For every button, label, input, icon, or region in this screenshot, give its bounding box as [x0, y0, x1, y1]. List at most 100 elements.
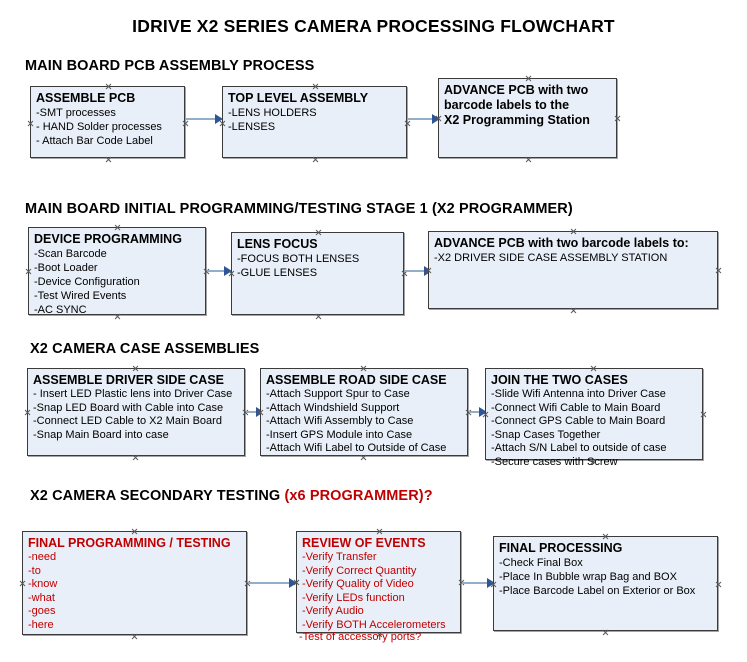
- box-title: ASSEMBLE PCB: [36, 91, 136, 105]
- box-line: -Verify Quality of Video: [302, 578, 414, 590]
- connector-handle: [376, 528, 383, 535]
- connector-handle: [105, 83, 112, 90]
- section-heading-1: MAIN BOARD PCB ASSEMBLY PROCESS: [25, 58, 315, 74]
- box-title: REVIEW OF EVENTS: [302, 536, 426, 550]
- box-device-programming[interactable]: DEVICE PROGRAMMING -Scan Barcode -Boot L…: [25, 224, 206, 316]
- section-heading-4-red: (x6 PROGRAMMER)?: [284, 488, 433, 504]
- connector-handle: [715, 267, 722, 274]
- connector-line: [469, 411, 487, 413]
- box-assemble-road-side-case[interactable]: ASSEMBLE ROAD SIDE CASE -Attach Support …: [260, 368, 468, 456]
- box-title: LENS FOCUS: [237, 237, 318, 251]
- connector-handle: [590, 365, 597, 372]
- box-title: FINAL PROGRAMMING / TESTING: [28, 536, 231, 550]
- box-line: -Scan Barcode: [34, 248, 107, 260]
- connector-handle: [360, 365, 367, 372]
- connector-arrow-icon: [487, 578, 495, 588]
- box-assemble-driver-side-case[interactable]: ASSEMBLE DRIVER SIDE CASE - Insert LED P…: [27, 368, 245, 456]
- connector-arrow-icon: [224, 266, 232, 276]
- box-line: X2 Programming Station: [444, 113, 590, 127]
- connector-line: [186, 118, 218, 120]
- connector-arrow-icon: [432, 114, 440, 124]
- connector-handle: [525, 156, 532, 163]
- box-line: -goes: [28, 605, 56, 617]
- section-heading-3: X2 CAMERA CASE ASSEMBLIES: [30, 341, 260, 357]
- box-line: -LENSES: [228, 121, 276, 133]
- box-title: TOP LEVEL ASSEMBLY: [228, 91, 369, 105]
- box-line: -Attach S/N Label to outside of case: [491, 442, 667, 454]
- box-line: barcode labels to the: [444, 98, 570, 112]
- connector-handle: [131, 633, 138, 640]
- box-line: -Snap Main Board into case: [33, 428, 169, 441]
- box-line: -Place Barcode Label on Exterior or Box: [499, 585, 696, 597]
- box-line: -Test Wired Events: [34, 290, 127, 302]
- box-advance-pcb-driver-side-station[interactable]: ADVANCE PCB with two barcode labels to: …: [428, 231, 718, 309]
- box-line: -SMT processes: [36, 107, 116, 119]
- connector-handle: [570, 228, 577, 235]
- section-heading-4: X2 CAMERA SECONDARY TESTING (x6 PROGRAMM…: [30, 488, 433, 504]
- page-title: IDRIVE X2 SERIES CAMERA PROCESSING FLOWC…: [132, 16, 615, 36]
- connector-handle: [27, 120, 34, 127]
- connector-handle: [25, 268, 32, 275]
- box-line: -Verify LEDs function: [302, 591, 405, 604]
- box-line: -X2 DRIVER SIDE CASE ASSEMBLY STATION: [434, 252, 668, 264]
- box-line: -Attach Wifi Label to Outside of Case: [266, 442, 447, 454]
- connector-line: [408, 118, 435, 120]
- box-line: - HAND Solder processes: [36, 121, 162, 133]
- connector-handle: [602, 533, 609, 540]
- connector-handle: [312, 156, 319, 163]
- box-line: -know: [28, 578, 58, 590]
- box-assemble-pcb[interactable]: ASSEMBLE PCB -SMT processes - HAND Solde…: [30, 86, 185, 158]
- box-title: FINAL PROCESSING: [499, 541, 623, 555]
- box-line: -FOCUS BOTH LENSES: [237, 253, 360, 265]
- box-title: DEVICE PROGRAMMING: [34, 232, 182, 246]
- box-line: -Snap LED Board with Cable into Case: [33, 401, 224, 414]
- box-lens-focus[interactable]: LENS FOCUS -FOCUS BOTH LENSES -GLUE LENS…: [231, 232, 404, 315]
- connector-line: [246, 411, 264, 413]
- box-line: -here: [28, 618, 54, 631]
- box-top-level-assembly[interactable]: TOP LEVEL ASSEMBLY -LENS HOLDERS -LENSES: [222, 86, 407, 158]
- box-line: -Attach Windshield Support: [266, 401, 400, 414]
- box-line: -Slide Wifi Antenna into Driver Case: [491, 388, 666, 400]
- connector-line: [248, 582, 296, 584]
- box-line: -Verify Transfer: [302, 551, 377, 563]
- connector-line: [462, 582, 492, 584]
- section-heading-2: MAIN BOARD INITIAL PROGRAMMING/TESTING S…: [25, 201, 573, 217]
- section-heading-4-black: X2 CAMERA SECONDARY TESTING: [30, 488, 285, 504]
- connector-arrow-icon: [215, 114, 223, 124]
- connector-handle: [131, 528, 138, 535]
- box-line: -need: [28, 551, 57, 563]
- box-review-of-events[interactable]: REVIEW OF EVENTS -Verify Transfer -Verif…: [296, 531, 461, 633]
- box-line: -Attach Wifi Assembly to Case: [266, 415, 414, 427]
- box-title: ADVANCE PCB with two: [444, 83, 589, 97]
- box-advance-pcb-programming-station[interactable]: ADVANCE PCB with two barcode labels to t…: [438, 78, 617, 158]
- box-line: -Connect GPS Cable to Main Board: [491, 415, 666, 427]
- box-final-processing[interactable]: FINAL PROCESSING -Check Final Box -Place…: [493, 536, 718, 631]
- connector-line: [405, 270, 427, 272]
- box-title: ASSEMBLE ROAD SIDE CASE: [266, 373, 447, 387]
- box-title: ADVANCE PCB with two barcode labels to:: [434, 236, 689, 250]
- box-line: -Boot Loader: [34, 262, 98, 274]
- box-line: - Insert LED Plastic lens into Driver Ca…: [33, 388, 233, 400]
- box-line: -Snap Cases Together: [491, 428, 601, 441]
- connector-handle: [132, 454, 139, 461]
- box-final-programming-testing[interactable]: FINAL PROGRAMMING / TESTING -need -to -k…: [22, 531, 247, 635]
- box-line: - Attach Bar Code Label: [36, 135, 153, 147]
- connector-handle: [114, 224, 121, 231]
- box-title: ASSEMBLE DRIVER SIDE CASE: [33, 373, 225, 387]
- box-line: -Connect LED Cable to X2 Main Board: [33, 415, 222, 427]
- connector-handle: [312, 83, 319, 90]
- connector-arrow-icon: [479, 407, 487, 417]
- box-line: -Verify BOTH Accelerometers: [302, 618, 446, 631]
- box-line: -what: [28, 591, 55, 604]
- box-line: -Connect Wifi Cable to Main Board: [491, 401, 661, 414]
- box-line: -Insert GPS Module into Case: [266, 428, 413, 441]
- connector-line: [207, 270, 227, 272]
- box-join-the-two-cases[interactable]: JOIN THE TWO CASES -Slide Wifi Antenna i…: [485, 365, 703, 468]
- connector-handle: [570, 307, 577, 314]
- connector-handle: [132, 365, 139, 372]
- box-line: -Verify Audio: [302, 605, 364, 617]
- box-line: -AC SYNC: [34, 304, 87, 316]
- box-line: -Check Final Box: [499, 557, 583, 569]
- box-line: -Place In Bubble wrap Bag and BOX: [499, 571, 677, 583]
- connector-handle: [525, 75, 532, 82]
